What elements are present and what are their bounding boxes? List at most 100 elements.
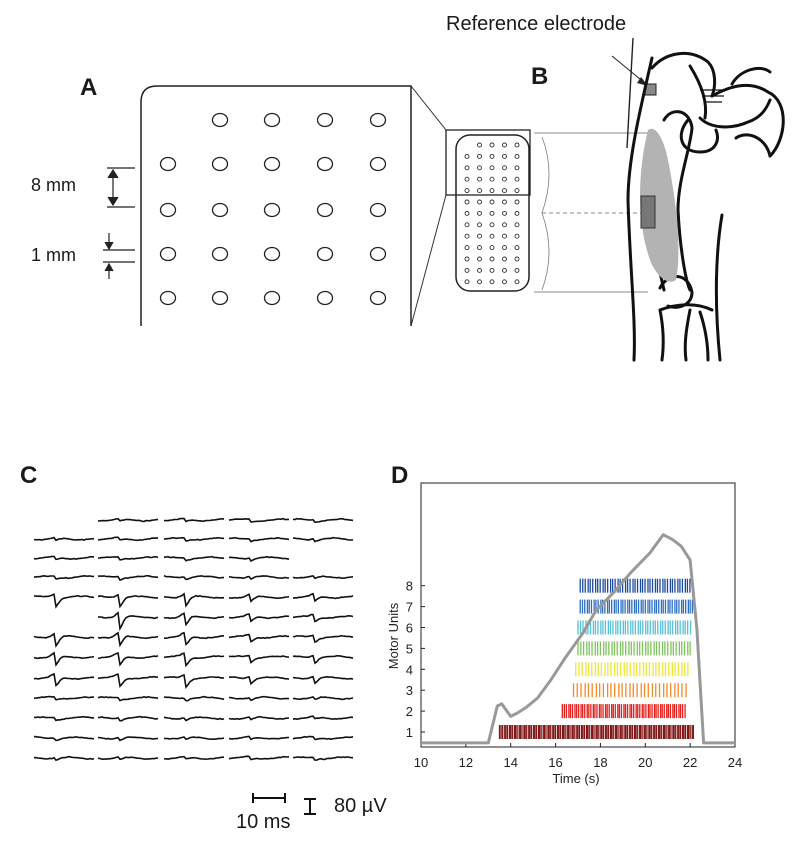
motor-unit-6 [577, 620, 692, 635]
array-electrode [514, 165, 520, 171]
muap-trace [97, 575, 159, 582]
muap-trace [228, 555, 290, 563]
y-tick-label: 1 [406, 725, 413, 740]
muap-trace [228, 715, 290, 721]
muap-trace [228, 575, 290, 580]
panel-label-b: B [531, 63, 549, 90]
muap-trace [163, 755, 224, 761]
electrode [211, 246, 229, 262]
electrode [316, 246, 334, 262]
array-electrode [489, 245, 495, 251]
array-electrode [464, 210, 470, 216]
muap-trace [33, 672, 95, 687]
electrode [369, 246, 387, 262]
muap-trace [97, 536, 159, 542]
array-electrode [514, 256, 520, 262]
array-electrode [502, 233, 507, 239]
muap-trace [97, 651, 159, 667]
x-tick-label: 12 [459, 755, 473, 770]
array-electrode [502, 210, 507, 216]
reference-wire [626, 37, 634, 149]
muap-trace [292, 634, 354, 644]
muap-trace [97, 517, 159, 523]
grid-enlarged-outline [140, 85, 412, 326]
muap-trace [228, 517, 289, 523]
muap-trace [292, 575, 354, 580]
electrode [369, 290, 387, 306]
array-electrode [502, 279, 507, 285]
electrode [316, 112, 334, 128]
muap-trace [292, 675, 354, 685]
muap-trace [163, 574, 224, 581]
electrode [316, 202, 334, 218]
array-electrode [489, 176, 495, 182]
electrode-array [455, 134, 530, 292]
muap-trace [228, 654, 290, 664]
electrode [263, 246, 281, 262]
array-electrode [489, 279, 495, 285]
electrode [263, 112, 281, 128]
muap-trace [164, 631, 225, 646]
array-electrode [477, 142, 482, 148]
muap-trace [33, 755, 95, 762]
array-electrode [489, 233, 495, 239]
array-electrode [514, 142, 520, 148]
x-tick-label: 18 [593, 755, 607, 770]
array-electrode [464, 267, 470, 273]
muap-trace [33, 716, 95, 722]
array-electrode [477, 165, 482, 171]
y-tick-label: 6 [406, 621, 413, 636]
electrode [159, 246, 177, 262]
y-tick-label: 8 [406, 579, 413, 594]
muap-trace [228, 735, 290, 741]
muap-trace [292, 536, 354, 543]
array-electrode [477, 233, 482, 239]
array-electrode [514, 176, 520, 182]
array-electrode [489, 165, 495, 171]
array-electrode [464, 153, 470, 159]
array-electrode [464, 188, 470, 194]
electrode [211, 290, 229, 306]
muscle [640, 128, 679, 282]
array-electrode [514, 279, 520, 285]
y-axis-label: Motor Units [386, 602, 401, 669]
x-tick-label: 22 [683, 755, 697, 770]
motor-unit-4 [575, 662, 689, 677]
array-electrode [464, 176, 470, 182]
muap-trace [228, 613, 290, 623]
array-electrode [477, 210, 482, 216]
scale-bar-amplitude [304, 798, 316, 815]
muap-trace [97, 673, 159, 688]
array-electrode [477, 199, 482, 205]
panel-label-d: D [391, 462, 409, 489]
array-electrode [514, 199, 520, 205]
array-on-muscle [640, 195, 656, 229]
muap-trace [292, 715, 354, 721]
muap-trace [163, 652, 225, 668]
scale-amp-label: 80 µV [334, 795, 387, 817]
motor-unit-8 [579, 578, 691, 593]
force-trace [421, 533, 735, 745]
array-electrode [502, 256, 507, 262]
scale-bar-time [252, 793, 286, 803]
muap-trace [228, 633, 290, 643]
array-electrode [464, 165, 470, 171]
muap-trace [163, 592, 225, 608]
array-electrode [502, 176, 507, 182]
muap-trace [163, 517, 225, 523]
electrode [211, 112, 229, 128]
array-electrode [477, 188, 482, 194]
array-electrode [464, 199, 470, 205]
muap-trace [164, 555, 225, 562]
motor-unit-2 [561, 704, 686, 719]
muap-trace [292, 613, 354, 623]
muap-trace [292, 517, 354, 524]
electrode [159, 202, 177, 218]
dim-8mm-label: 8 mm [31, 175, 76, 195]
array-electrode [477, 256, 482, 262]
muap-trace [228, 675, 290, 686]
muap-trace [33, 574, 95, 580]
motor-unit-5 [577, 641, 691, 656]
array-electrode [477, 267, 482, 273]
array-electrode [514, 233, 520, 239]
